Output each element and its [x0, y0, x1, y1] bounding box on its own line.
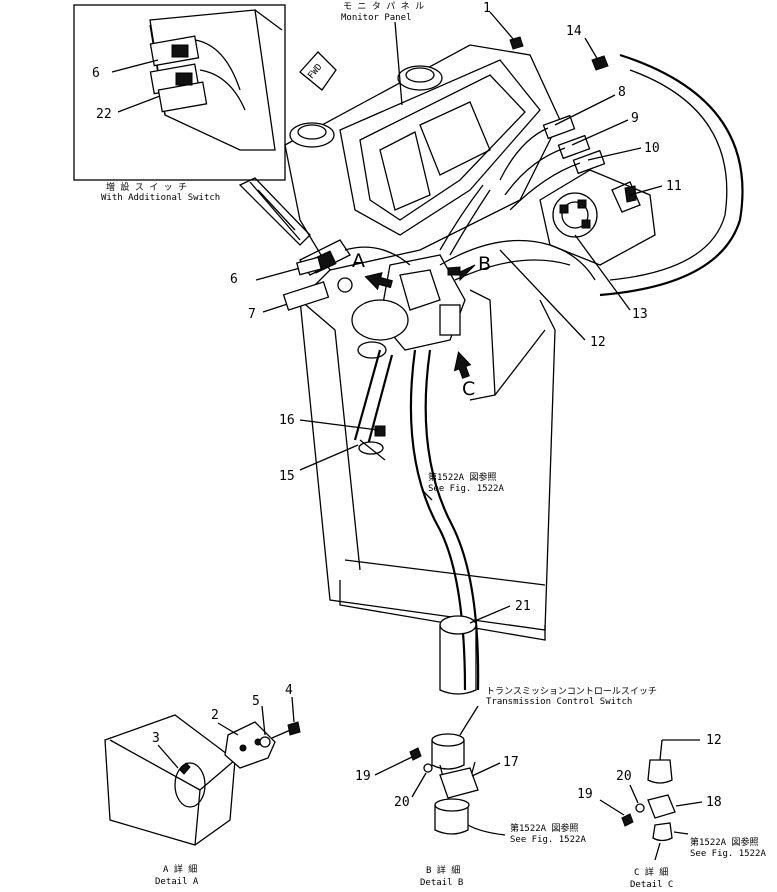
- see-fig-b-en: See Fig. 1522A: [510, 835, 586, 845]
- callout-22: 22: [96, 107, 112, 122]
- see-fig-b-jp: 第1522A 図参照: [510, 822, 579, 834]
- callout-9: 9: [631, 111, 639, 126]
- callout-15: 15: [279, 469, 295, 484]
- caption-additional-switch-jp: 増 設 ス イ ッ チ: [106, 181, 187, 193]
- view-arrow-a: A: [352, 250, 365, 272]
- callout-14: 14: [566, 24, 582, 39]
- callout-6: 6: [230, 272, 238, 287]
- see-fig-c-jp: 第1522A 図参照: [690, 836, 759, 848]
- callout-4: 4: [285, 683, 293, 698]
- callout-19-detail-c: 19: [577, 787, 593, 802]
- caption-monitor-panel-en: Monitor Panel: [341, 13, 411, 23]
- callout-10: 10: [644, 141, 660, 156]
- callout-18: 18: [706, 795, 722, 810]
- caption-detail-c-en: Detail C: [630, 880, 673, 890]
- callout-16: 16: [279, 413, 295, 428]
- callout-6-inset: 6: [92, 66, 100, 81]
- view-arrow-c: C: [462, 378, 475, 400]
- see-fig-main-en: See Fig. 1522A: [428, 484, 504, 494]
- detail-a: [104, 696, 301, 846]
- detail-b: [374, 705, 506, 836]
- callout-13: 13: [632, 307, 648, 322]
- fwd-indicator: [299, 51, 337, 91]
- caption-detail-a-en: Detail A: [155, 877, 199, 887]
- fwd-label: FWD: [306, 62, 324, 81]
- callout-5: 5: [252, 694, 260, 709]
- caption-detail-c-jp: C 詳 細: [634, 866, 668, 878]
- callout-2: 2: [211, 708, 219, 723]
- callout-20-detail-c: 20: [616, 769, 632, 784]
- caption-tcs-en: Transmission Control Switch: [486, 697, 632, 707]
- caption-tcs-jp: トランスミッションコントロールスイッチ: [486, 686, 657, 697]
- inset-pointer-arrow: [238, 177, 311, 246]
- see-fig-c-en: See Fig. 1522A: [690, 849, 766, 859]
- callout-21: 21: [515, 599, 531, 614]
- callout-19-detail-b: 19: [355, 769, 371, 784]
- see-fig-main-jp: 第1522A 図参照: [428, 471, 497, 483]
- callout-3: 3: [152, 731, 160, 746]
- callout-1: 1: [483, 1, 491, 16]
- main-assembly: [284, 36, 744, 695]
- callout-boxes: [282, 256, 330, 311]
- detail-c: [599, 739, 703, 861]
- callout-17: 17: [503, 755, 519, 770]
- caption-additional-switch-en: With Additional Switch: [101, 193, 220, 203]
- caption-detail-b-en: Detail B: [420, 878, 463, 888]
- callout-11: 11: [666, 179, 682, 194]
- callout-8: 8: [618, 85, 626, 100]
- callout-12-detail-c: 12: [706, 733, 722, 748]
- caption-detail-a-jp: A 詳 細: [163, 863, 197, 875]
- view-arrow-b: B: [478, 253, 491, 275]
- inset-additional-switch: [73, 4, 286, 181]
- caption-detail-b-jp: B 詳 細: [426, 864, 460, 876]
- caption-monitor-panel-jp: モ ニ タ パ ネ ル: [343, 1, 424, 12]
- callout-7: 7: [248, 307, 256, 322]
- callout-20-detail-b: 20: [394, 795, 410, 810]
- leader-lines: [255, 11, 663, 624]
- view-arrows: [364, 264, 476, 379]
- callout-12: 12: [590, 335, 606, 350]
